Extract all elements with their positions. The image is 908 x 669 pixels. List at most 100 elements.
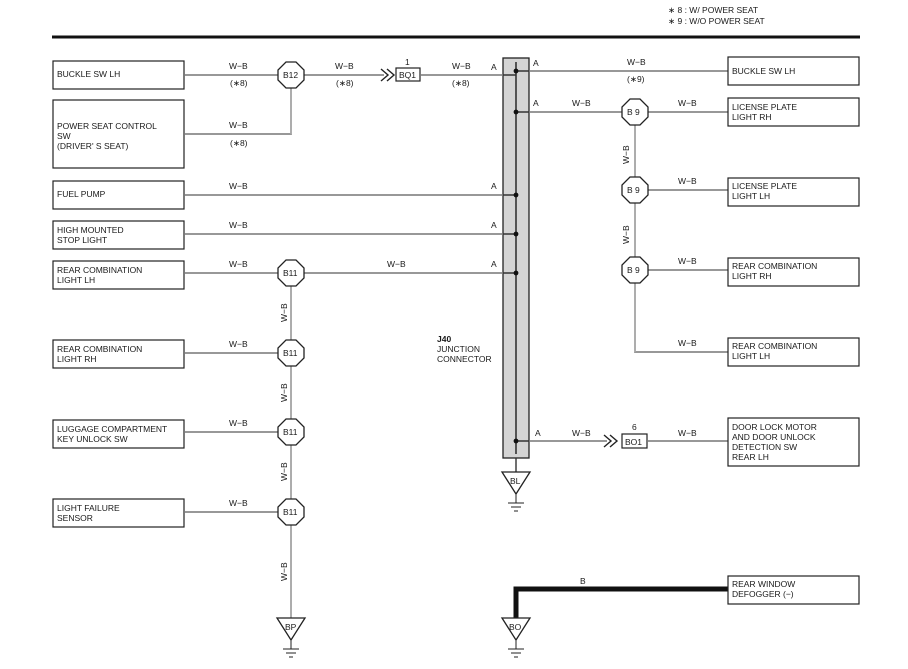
wire-note-power-seat: (∗8) <box>230 138 248 148</box>
wire-label-b11-j40: W−B <box>387 259 406 269</box>
license-lh-label-1: LICENSE PLATE <box>732 181 797 191</box>
wire-note-b12-bq1: (∗8) <box>336 78 354 88</box>
ground-triangle-bo <box>500 617 532 642</box>
wire-label-fuel-pump: W−B <box>229 181 248 191</box>
high-stop-light-box <box>52 220 185 250</box>
wire-label-buckle-right: W−B <box>627 57 646 67</box>
bo1-arrow-icon <box>603 434 613 448</box>
ground-triangle-bl <box>500 471 532 496</box>
ground-label-bo: BO <box>509 622 522 632</box>
wire-label-power-seat: W−B <box>229 120 248 130</box>
wire-label-b12-bq1: W−B <box>335 61 354 71</box>
rear-combo-rh-right-label-1: REAR COMBINATION <box>732 261 817 271</box>
b11-label-4: B11 <box>283 507 298 517</box>
b9-label-2: B 9 <box>627 185 640 195</box>
wire-note-buckle: (∗8) <box>230 78 248 88</box>
wire-label-defogger: B <box>580 576 586 586</box>
b9-connector-2: B 9 <box>621 176 649 204</box>
fuel-pump-label: FUEL PUMP <box>57 189 106 199</box>
high-stop-light-label-1: HIGH MOUNTED <box>57 225 124 235</box>
license-rh-box <box>727 97 860 127</box>
wire-label-j40-b9: W−B <box>572 98 591 108</box>
license-lh-box <box>727 177 860 207</box>
wire-label-license-rh: W−B <box>678 98 697 108</box>
pin-a-fuel-pump: A <box>491 181 497 191</box>
wire-label-b9-chain-2: W−B <box>621 225 631 244</box>
legend-note-power-seat: ∗ 8 : W/ POWER SEAT <box>668 5 758 15</box>
light-failure-label-2: SENSOR <box>57 513 93 523</box>
luggage-sw-label-2: KEY UNLOCK SW <box>57 434 128 444</box>
b11-label-2: B11 <box>283 348 298 358</box>
rear-combo-lh-right-label-2: LIGHT LH <box>732 351 770 361</box>
rear-defogger-label-2: DEFOGGER (−) <box>732 589 794 599</box>
junction-code: J40 <box>437 334 451 344</box>
rear-combo-lh-right-label-1: REAR COMBINATION <box>732 341 817 351</box>
wire-label-rear-combo-lh-right: W−B <box>678 338 697 348</box>
rear-combo-rh-left-label-2: LIGHT RH <box>57 354 97 364</box>
b11-connector-1: B11 <box>277 259 305 287</box>
luggage-sw-box <box>52 419 185 449</box>
high-stop-light-label-2: STOP LIGHT <box>57 235 107 245</box>
door-lock-label-1: DOOR LOCK MOTOR <box>732 422 817 432</box>
door-lock-motor-box <box>727 417 860 467</box>
b12-label: B12 <box>283 70 298 80</box>
wire-label-b9-chain-1: W−B <box>621 145 631 164</box>
junction-splice-dots <box>513 68 519 444</box>
wire-label-rear-combo-rh: W−B <box>229 339 248 349</box>
bq1-label: BQ1 <box>399 70 416 80</box>
pin-a-bo1: A <box>535 428 541 438</box>
b9-label-3: B 9 <box>627 265 640 275</box>
pin-a-buckle-right: A <box>533 58 539 68</box>
wire-label-license-lh: W−B <box>678 176 697 186</box>
wire-label-buckle: W−B <box>229 61 248 71</box>
buckle-sw-lh-left-box <box>52 60 185 90</box>
power-seat-sw-box <box>52 99 185 169</box>
license-rh-label-1: LICENSE PLATE <box>732 102 797 112</box>
wire-label-rear-combo-lh: W−B <box>229 259 248 269</box>
pin-a-rear-combo: A <box>491 259 497 269</box>
wire-label-chain-3: W−B <box>279 462 289 481</box>
light-failure-box <box>52 498 185 528</box>
wire-label-chain-4: W−B <box>279 562 289 581</box>
rear-defogger-box <box>727 575 860 605</box>
wire-label-bq1-j40: W−B <box>452 61 471 71</box>
junction-label-2: CONNECTOR <box>437 354 492 364</box>
wire-label-chain-2: W−B <box>279 383 289 402</box>
rear-combo-rh-right-label-2: LIGHT RH <box>732 271 772 281</box>
junction-label-1: JUNCTION <box>437 344 480 354</box>
pin-a-b9: A <box>533 98 539 108</box>
b11-connector-2: B11 <box>277 339 305 367</box>
b9-connector-3: B 9 <box>621 256 649 284</box>
pin-a-bq1: A <box>491 62 497 72</box>
power-seat-sw-label-2: SW <box>57 131 71 141</box>
bq1-pin-label: 1 <box>405 57 410 67</box>
license-rh-label-2: LIGHT RH <box>732 112 772 122</box>
power-seat-sw-label-3: (DRIVER' S SEAT) <box>57 141 129 151</box>
rear-combo-lh-left-label-1: REAR COMBINATION <box>57 265 142 275</box>
fuel-pump-box <box>52 180 185 210</box>
door-lock-label-4: REAR LH <box>732 452 769 462</box>
wire-label-rear-combo-rh-right: W−B <box>678 256 697 266</box>
rear-combo-rh-right-box <box>727 257 860 287</box>
license-lh-label-2: LIGHT LH <box>732 191 770 201</box>
legend-note-no-power-seat: ∗ 9 : W/O POWER SEAT <box>668 16 765 26</box>
ground-label-bp: BP <box>285 622 297 632</box>
b9-label-1: B 9 <box>627 107 640 117</box>
wire-label-luggage: W−B <box>229 418 248 428</box>
light-failure-label-1: LIGHT FAILURE <box>57 503 120 513</box>
door-lock-label-2: AND DOOR UNLOCK <box>732 432 816 442</box>
bo1-label: BO1 <box>625 437 642 447</box>
wire-label-stop-light: W−B <box>229 220 248 230</box>
rear-combo-lh-left-label-2: LIGHT LH <box>57 275 95 285</box>
b11-label-1: B11 <box>283 268 298 278</box>
b11-connector-3: B11 <box>277 418 305 446</box>
bo1-pin-label: 6 <box>632 422 637 432</box>
b9-connector-1: B 9 <box>621 98 649 126</box>
wire-label-j40-bo1: W−B <box>572 428 591 438</box>
wire-defogger-to-bo <box>513 586 728 618</box>
b11-label-3: B11 <box>283 427 298 437</box>
rear-combo-rh-left-label-1: REAR COMBINATION <box>57 344 142 354</box>
wire-label-light-failure: W−B <box>229 498 248 508</box>
buckle-sw-lh-right-box <box>727 56 860 86</box>
